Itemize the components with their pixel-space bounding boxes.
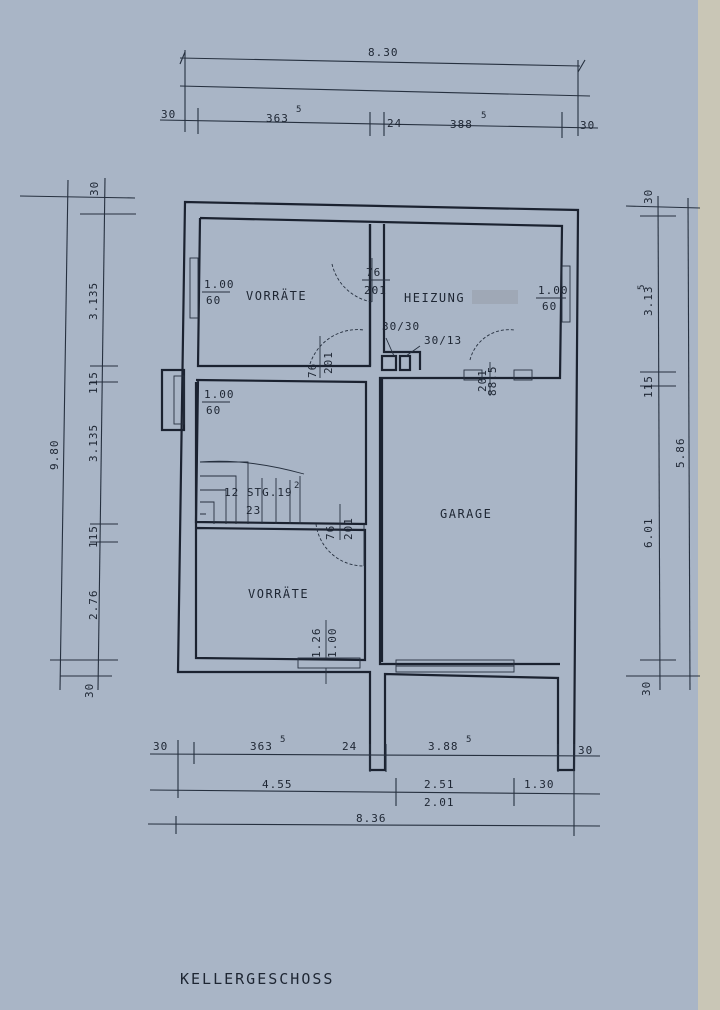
door-garage-h: 201 — [476, 369, 489, 392]
dim-bottom-row2b: 2.01 — [424, 796, 455, 809]
win-bottom-h: 1.00 — [326, 628, 339, 659]
dim-bottom-seg-0: 30 — [153, 740, 168, 753]
dim-right-seg-2: 115 — [642, 375, 655, 398]
dim-top-seg-0: 30 — [161, 108, 176, 121]
dim-bottom-row2-2b: 1.30 — [524, 778, 555, 791]
dim-left-seg-2: 115 — [87, 371, 100, 394]
shaft-a-label: 30/30 — [382, 320, 420, 333]
dim-bottom-sup-1: 5 — [280, 735, 286, 745]
dim-left-seg-6: 30 — [83, 683, 96, 698]
dim-left-seg-1: 3.135 — [87, 282, 100, 320]
dim-left-seg-4: 115 — [87, 525, 100, 548]
dim-top-total: 8.30 — [368, 46, 399, 59]
stair-run: 23 — [246, 504, 261, 517]
shaft-b-label: 30/13 — [424, 334, 462, 347]
door-heizung-h: 201 — [364, 284, 387, 297]
stair-label-sup: 2 — [294, 481, 300, 491]
dim-right-seg-4: 30 — [640, 681, 653, 696]
dims-right: 5.86 30 3.13 5 115 6.01 30 — [625, 189, 701, 696]
dim-bottom-seg-3: 3.88 — [428, 740, 459, 753]
win-left-mid-h: 60 — [206, 404, 221, 417]
dim-bottom-seg-2: 24 — [342, 740, 357, 753]
dim-top-sup-1: 5 — [296, 105, 302, 115]
plan-title: KELLERGESCHOSS — [180, 970, 334, 988]
dim-top-sup-3: 5 — [481, 111, 487, 121]
dim-right-seg-1: 3.13 — [642, 286, 655, 317]
room-label-vorraete-bottom: VORRÄTE — [248, 586, 309, 601]
dim-bottom-row2-0: 4.55 — [262, 778, 293, 791]
win-left-mid-w: 1.00 — [204, 388, 235, 401]
dim-left-seg-3: 3.135 — [87, 424, 100, 462]
opening-labels: 1.00 60 1.00 60 1.00 60 76 201 76 201 88… — [202, 266, 569, 684]
sheet-edge — [698, 0, 720, 1010]
dim-right-sup-1: 5 — [637, 284, 647, 290]
dim-left-seg-5: 2.76 — [87, 590, 100, 621]
room-label-vorraete-top: VORRÄTE — [246, 288, 307, 303]
dim-right-seg-0: 30 — [642, 189, 655, 204]
door-garage-w: 88.5 — [486, 366, 499, 397]
win-right-top-w: 1.00 — [538, 284, 569, 297]
dims-top: 8.30 30 363 5 24 388 5 30 — [159, 46, 599, 138]
door-heizung-w: 76 — [366, 266, 381, 279]
door-vorraete2-w: 76 — [324, 525, 337, 540]
walls — [160, 200, 580, 772]
redaction-mask — [472, 290, 518, 304]
win-left-top-w: 1.00 — [204, 278, 235, 291]
win-left-top-h: 60 — [206, 294, 221, 307]
door-vorraete-h: 201 — [322, 351, 335, 374]
dim-left-seg-0: 30 — [88, 181, 101, 196]
dim-bottom-sup-3: 5 — [466, 735, 472, 745]
dim-top-seg-3: 388 — [450, 118, 473, 131]
dim-top-seg-4: 30 — [580, 119, 595, 132]
dim-bottom-seg-4: 30 — [578, 744, 593, 757]
room-label-heizung: HEIZUNG — [404, 291, 465, 305]
dim-bottom-total: 8.36 — [356, 812, 387, 825]
dim-bottom-seg-1: 363 — [250, 740, 273, 753]
room-label-garage: GARAGE — [440, 507, 492, 521]
dim-right-total: 5.86 — [674, 438, 687, 469]
stair-label: 12 STG.19 — [224, 486, 293, 499]
win-bottom-w: 1.26 — [310, 628, 323, 659]
dims-bottom: 30 363 5 24 3.88 5 30 4.55 2.51 2.01 1.3… — [147, 735, 601, 836]
dim-top-seg-2: 24 — [387, 117, 402, 130]
win-right-top-h: 60 — [542, 300, 557, 313]
stairs — [199, 460, 305, 524]
dim-bottom-row2-1: 2.51 — [424, 778, 455, 791]
dim-right-seg-3: 6.01 — [642, 518, 655, 549]
dim-top-seg-1: 363 — [266, 112, 289, 125]
door-vorraete-w: 76 — [306, 363, 319, 378]
dims-left: 9.80 30 3.135 115 3.135 115 2.76 30 — [19, 177, 136, 698]
door-vorraete2-h: 201 — [342, 517, 355, 540]
dim-left-total: 9.80 — [48, 440, 61, 471]
